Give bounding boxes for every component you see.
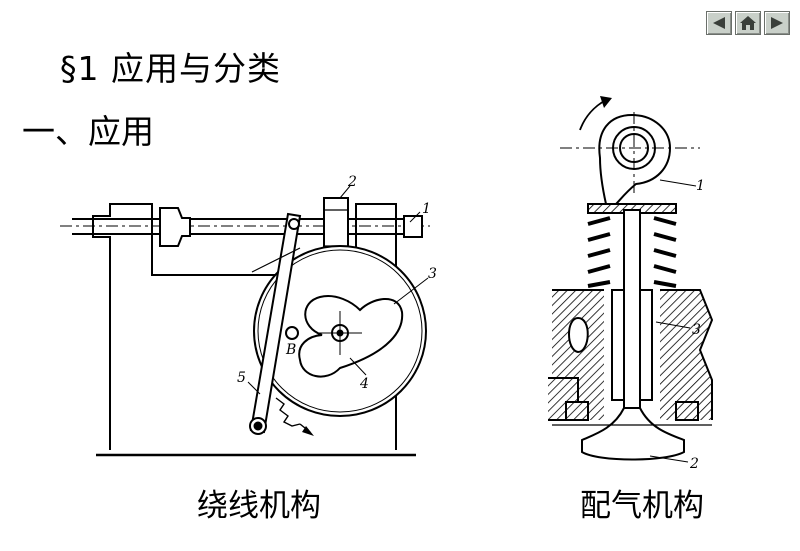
valve-stem: [623, 209, 641, 411]
shaft-end: [403, 215, 423, 238]
label-2-right: 2: [689, 456, 699, 472]
valve-mechanism-labels: 1 3 2: [689, 178, 705, 472]
label-b: B: [285, 342, 296, 358]
heart-cam: [298, 295, 404, 378]
label-3-right: 3: [692, 322, 701, 338]
valve-springs: [587, 216, 677, 288]
slide-navigation: [706, 11, 790, 35]
slide-title: §1 应用与分类: [60, 49, 281, 88]
label-1-right: 1: [696, 178, 705, 194]
prev-slide-button[interactable]: [706, 11, 732, 35]
section-heading: 一、应用: [22, 112, 154, 151]
spool: [159, 207, 191, 247]
valve-mechanism-caption: 配气机构: [580, 488, 704, 524]
winding-mechanism-labels: 1 2 3 4 5 B: [237, 174, 437, 392]
cam-disk-inner-rim: [257, 249, 423, 413]
next-slide-button[interactable]: [764, 11, 790, 35]
label-5-left: 5: [237, 370, 246, 386]
winding-mechanism-caption: 绕线机构: [197, 488, 321, 524]
label-4-left: 4: [359, 376, 369, 392]
coolant-passage: [568, 316, 589, 354]
roller-b: [285, 326, 299, 340]
home-icon: [740, 16, 756, 30]
winding-mechanism-drawing: [60, 185, 430, 457]
arrow-left-icon: [713, 17, 725, 29]
cylinder-head-right: [660, 290, 712, 420]
rotation-arrow: [579, 99, 607, 131]
label-1-left: 1: [422, 201, 431, 217]
arrow-right-icon: [771, 17, 783, 29]
label-2-left: 2: [347, 174, 357, 190]
home-button[interactable]: [735, 11, 761, 35]
valve-mechanism-drawing: [548, 96, 714, 463]
valve-head: [581, 407, 685, 461]
spring: [275, 397, 301, 427]
label-3-left: 3: [428, 266, 437, 282]
